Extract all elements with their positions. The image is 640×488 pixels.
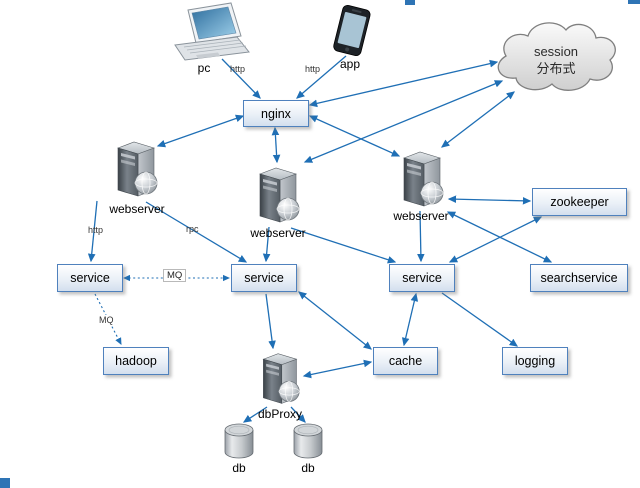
- edge-webserver3-searchservice: [446, 211, 553, 263]
- edge-dbproxy-db2: [290, 406, 306, 423]
- artifact-top-right: [628, 0, 640, 4]
- smartphone-icon: [333, 4, 371, 57]
- app-label: app: [339, 57, 361, 71]
- db2-icon: [293, 423, 323, 459]
- edge-label-http-ws1: http: [88, 225, 104, 235]
- edge-nginx-webserver1: [156, 114, 245, 148]
- edge-service2-dbproxy: [265, 293, 276, 350]
- edge-webserver2-service3: [290, 227, 397, 264]
- webserver3-icon: [403, 151, 444, 207]
- artifact-bottom-left: [0, 478, 10, 488]
- session-cloud-label: session 分布式: [506, 44, 606, 78]
- laptop-icon: [174, 2, 250, 61]
- edge-label-http-pc: http: [230, 64, 246, 74]
- edge-session-webserver2: [303, 80, 504, 163]
- session-cloud-line2: 分布式: [536, 60, 576, 76]
- edge-label-rpc: rpc: [186, 224, 199, 234]
- db1-label: db: [232, 461, 246, 475]
- edge-webserver3-zookeeper: [447, 195, 532, 205]
- edge-dbproxy-db1: [242, 406, 268, 423]
- pc-label: pc: [197, 61, 211, 75]
- node-searchservice: searchservice: [530, 264, 628, 292]
- webserver3-label: webserver: [393, 209, 449, 223]
- edge-webserver1-service2: [145, 201, 248, 263]
- session-cloud-shape: [497, 22, 616, 91]
- edge-service3-cache: [401, 292, 419, 347]
- node-logging: logging: [502, 347, 568, 375]
- edge-service3-logging: [441, 292, 519, 347]
- node-service-2: service: [231, 264, 297, 292]
- edge-webserver1-service1: [87, 200, 98, 263]
- edge-zookeeper-service3: [448, 216, 543, 263]
- edge-nginx-webserver2: [271, 126, 281, 164]
- edge-nginx-session-cloud: [308, 59, 499, 108]
- edge-dbproxy-cache: [302, 359, 373, 379]
- node-cache: cache: [373, 347, 438, 375]
- webserver2-label: webserver: [250, 226, 306, 240]
- edge-nginx-webserver3: [308, 115, 401, 157]
- edge-webserver2-service2: [262, 226, 271, 263]
- dbproxy-icon: [262, 353, 300, 404]
- node-zookeeper: zookeeper: [532, 188, 627, 216]
- node-service-1: service: [57, 264, 123, 292]
- webserver1-label: webserver: [109, 202, 165, 216]
- session-cloud-line1: session: [533, 44, 579, 59]
- node-hadoop: hadoop: [103, 347, 169, 375]
- artifact-top: [405, 0, 415, 5]
- dbproxy-label: dbProxy: [257, 407, 303, 421]
- edge-label-mq-services: MQ: [163, 269, 187, 282]
- edge-pc-nginx: [221, 58, 261, 99]
- node-nginx: nginx: [243, 100, 309, 127]
- edge-label-http-app: http: [305, 64, 321, 74]
- db1-icon: [224, 423, 254, 459]
- node-service-3: service: [389, 264, 455, 292]
- edge-session-webserver3: [440, 91, 516, 148]
- webserver1-icon: [117, 141, 158, 197]
- edge-service2-cache: [298, 291, 372, 350]
- edge-webserver3-service3: [417, 210, 425, 263]
- edge-app-nginx: [296, 55, 347, 99]
- db2-label: db: [301, 461, 315, 475]
- edge-label-mq-hadoop: MQ: [97, 315, 116, 325]
- webserver2-icon: [259, 167, 300, 223]
